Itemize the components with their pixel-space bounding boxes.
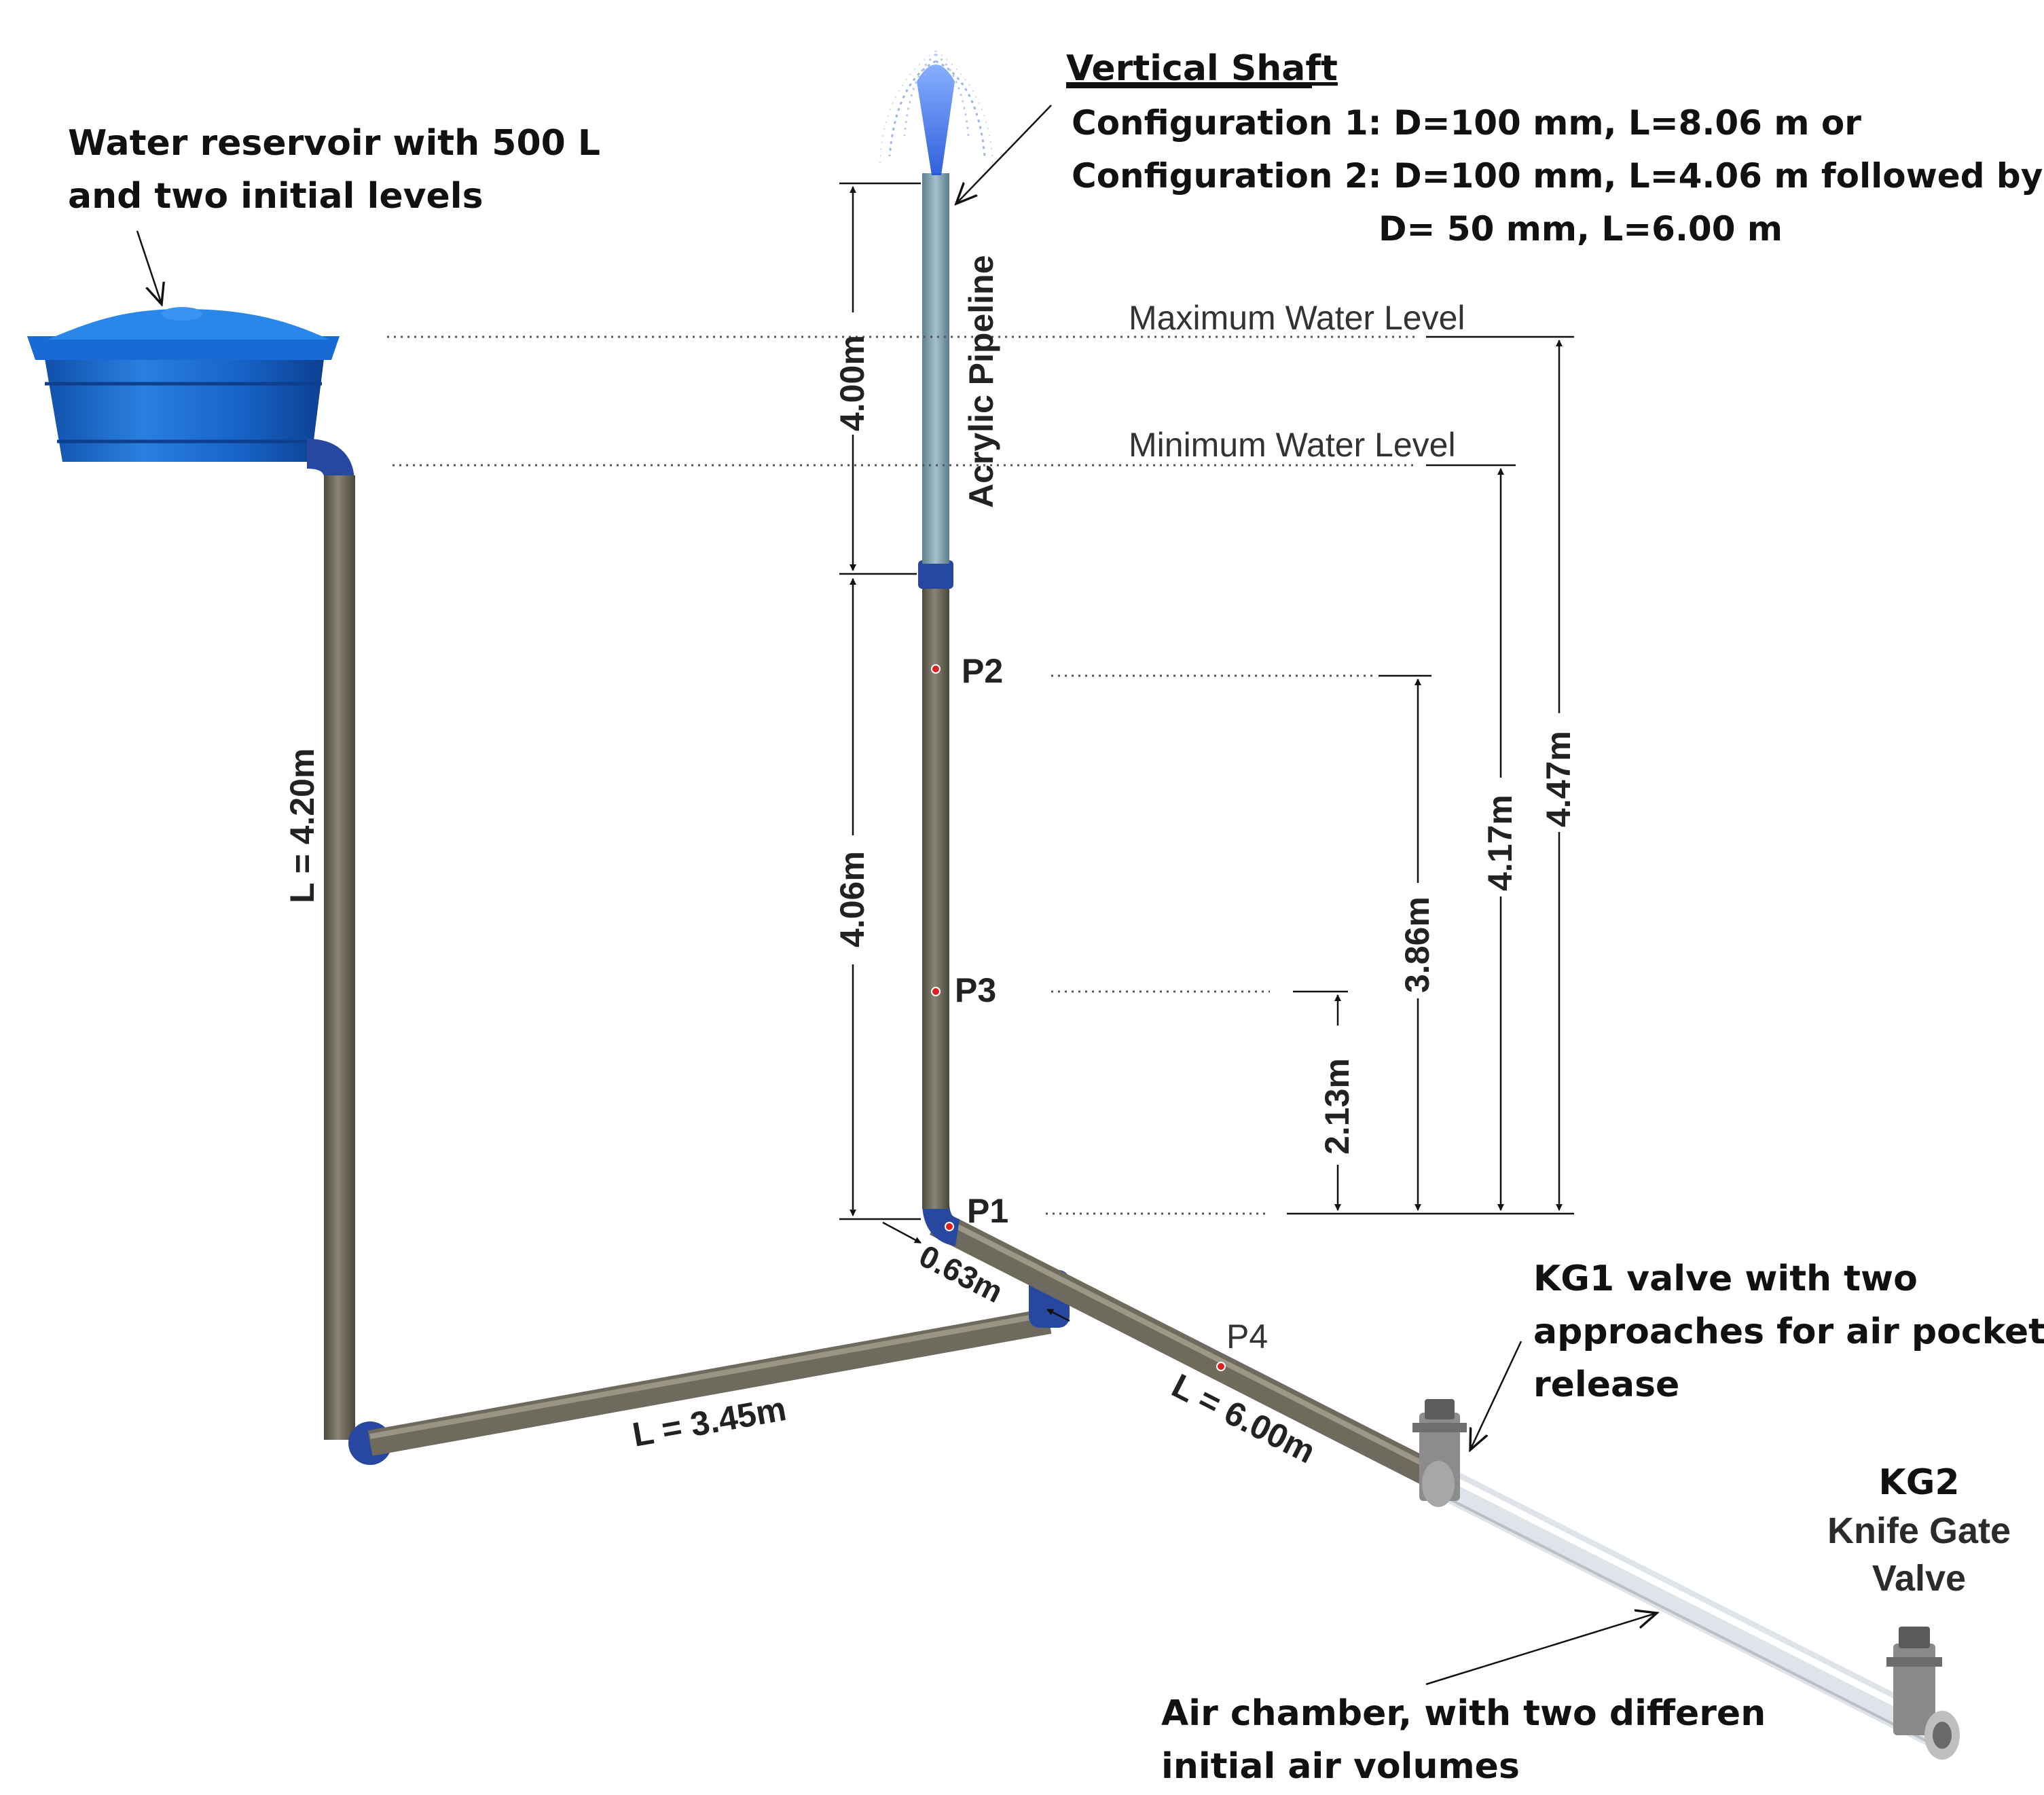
reservoir-label-line1: Water reservoir with 500 L [68,123,600,164]
point-p1-marker [945,1222,954,1231]
point-p3-label: P3 [955,971,996,1009]
dim-h-max: 4.47m [1539,731,1577,827]
kg1-label-line2: approaches for air pocket [1533,1311,2044,1352]
max-level-label: Maximum Water Level [1129,299,1465,337]
dim-l-vertical-left: L = 4.20m [283,748,321,903]
reference-lines [387,336,1416,1215]
shaft-config2: Configuration 2: D=100 mm, L=4.06 m foll… [1072,156,2043,196]
water-reservoir [27,307,340,462]
air-chamber-callout-arrow [1425,1613,1657,1686]
kg2-label-line1: KG2 [1878,1462,1959,1503]
pipe-bottom [367,1308,1052,1456]
dimension-lines [839,182,1574,1322]
callout-arrows [136,105,1657,1686]
point-p4-label: P4 [1226,1318,1268,1356]
point-p2-label: P2 [962,652,1003,690]
dim-shaft-lower: 4.06m [833,851,871,947]
pipe-horizontal [929,1210,1443,1489]
air-chamber-label-line1: Air chamber, with two differen [1161,1693,1766,1734]
kg2-label-line3: Valve [1872,1558,1966,1599]
point-p1-label: P1 [967,1192,1008,1230]
dim-h-p2: 3.86m [1398,896,1436,993]
kg2-label-line2: Knife Gate [1827,1510,2011,1551]
air-chamber-label-line2: initial air volumes [1161,1746,1520,1787]
dim-shaft-upper: 4.00m [833,335,871,431]
shaft-coupling [918,560,953,589]
shaft-callout-arrow [956,105,1052,204]
shaft-config1: Configuration 1: D=100 mm, L=8.06 m or [1072,103,1861,143]
kg1-label-line1: KG1 valve with two [1533,1258,1918,1299]
fountain-spray [879,50,993,175]
shaft-lower [922,584,949,1209]
reservoir-label-line2: and two initial levels [68,176,483,217]
shaft-title: Vertical Shaft [1066,48,1338,89]
reservoir-callout-arrow [136,230,162,304]
kg1-label-line3: release [1533,1364,1679,1405]
min-level-label: Minimum Water Level [1129,426,1456,464]
point-p4-marker [1216,1362,1226,1371]
dim-h-min: 4.17m [1481,795,1519,891]
shaft-config2b: D= 50 mm, L=6.00 m [1379,209,1783,249]
kg1-valve [1412,1399,1467,1507]
pipe-network [306,50,1960,1760]
measurement-points [931,664,1226,1371]
kg2-valve [1886,1627,1960,1760]
point-p3-marker [931,987,941,996]
kg1-callout-arrow [1470,1341,1522,1450]
acrylic-label: Acrylic Pipeline [962,255,1000,508]
point-p2-marker [931,664,941,674]
air-chamber [1432,1466,1943,1747]
shaft-acrylic [922,173,949,564]
dim-h-p3: 2.13m [1318,1058,1356,1155]
pipe-vertical-left [324,475,355,1440]
